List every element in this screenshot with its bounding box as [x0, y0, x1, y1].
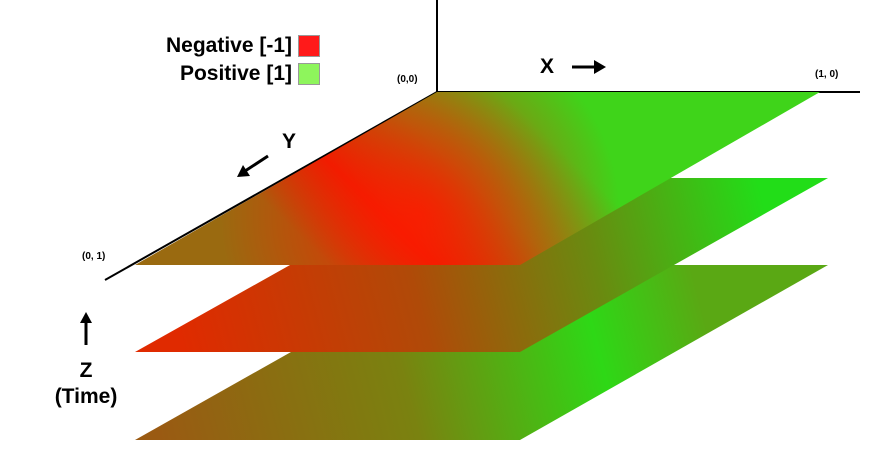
bottom-layer-plane: [135, 265, 828, 440]
legend: Negative [-1] Positive [1]: [166, 32, 320, 88]
legend-label-negative: Negative [-1]: [165, 34, 292, 57]
z-axis-label: Z (Time): [46, 358, 126, 410]
legend-swatch-negative: [298, 35, 320, 57]
y-arrow-head: [237, 165, 250, 177]
y-arrow: [241, 154, 269, 175]
z-arrow-head: [80, 312, 92, 323]
x-axis-label: X: [540, 55, 555, 78]
y-axis-label: Y: [282, 130, 297, 153]
corner-label-x-end: (1, 0): [815, 69, 839, 80]
corner-label-origin: (0,0): [397, 74, 418, 85]
legend-label-positive: Positive [1]: [179, 62, 292, 85]
top-layer-red-center: [135, 92, 820, 265]
z-axis-label-line2: (Time): [54, 385, 118, 408]
y-axis-line: [104, 91, 438, 281]
x-arrow-head: [594, 60, 606, 74]
legend-row-negative: Negative [-1]: [166, 32, 320, 60]
z-axis-label-line1: Z: [79, 359, 93, 382]
legend-swatch-positive: [298, 63, 320, 85]
legend-row-positive: Positive [1]: [166, 60, 320, 88]
corner-label-y-end: (0, 1): [82, 251, 106, 262]
